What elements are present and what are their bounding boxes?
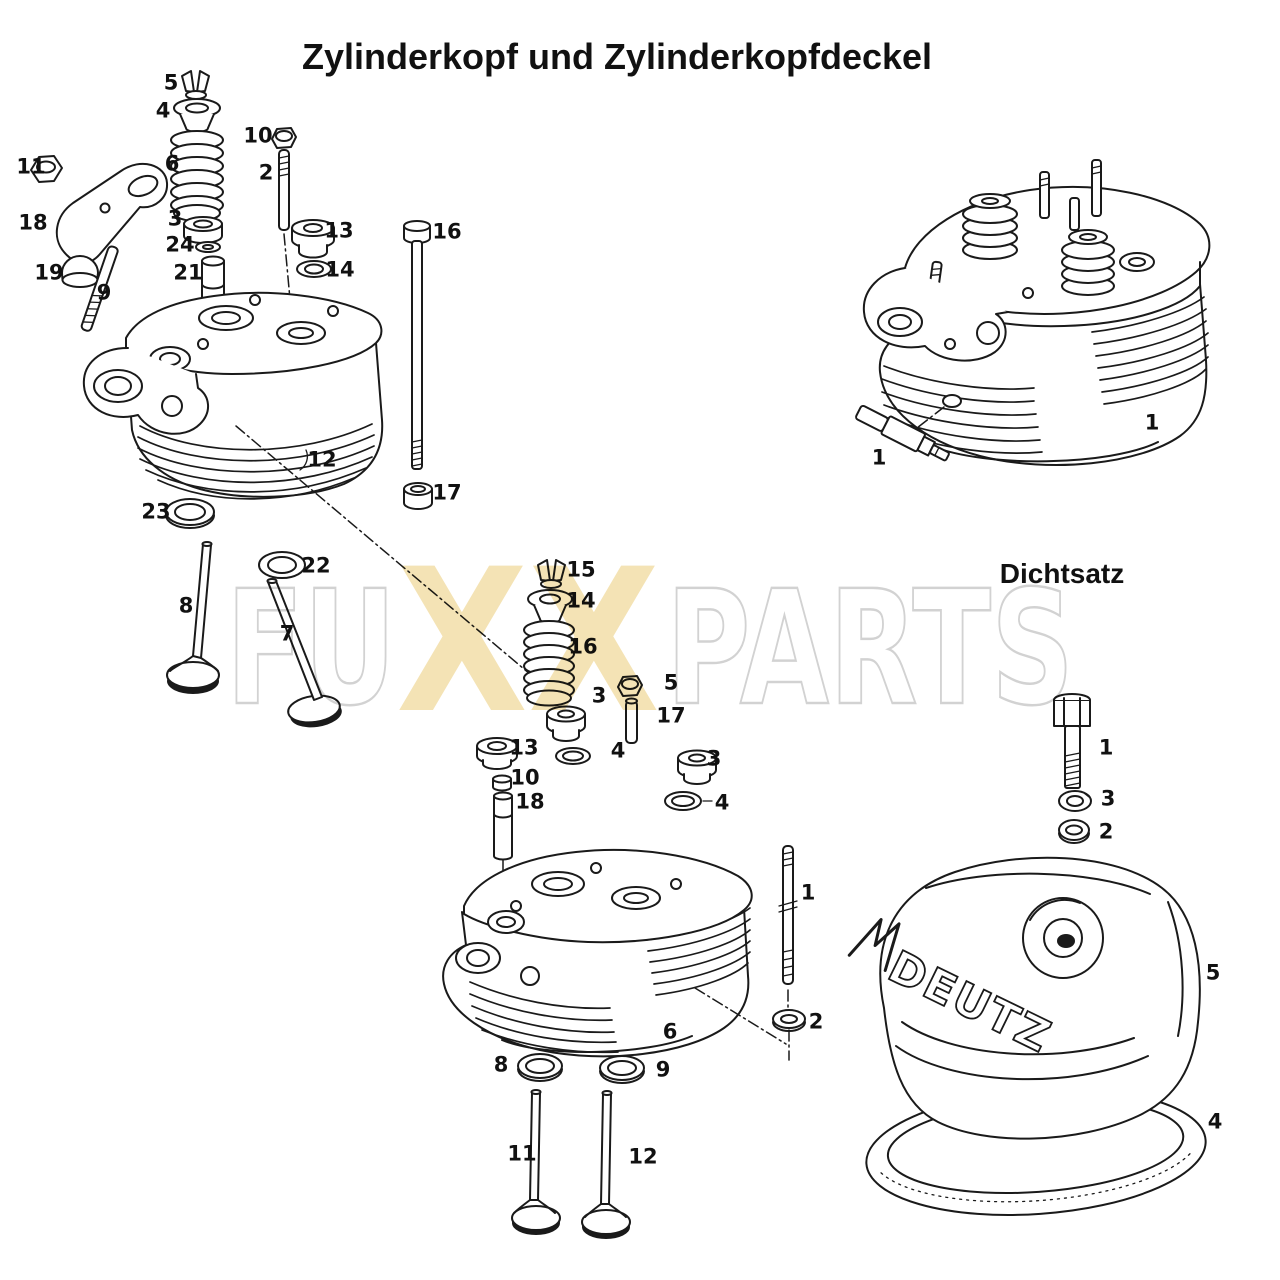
part-callout-center-16: 16: [568, 634, 598, 659]
part-callout-center-4: 4: [610, 738, 626, 763]
part-callout-gasket_set-1: 1: [1098, 735, 1114, 760]
part-callout-top_left-8: 8: [178, 593, 194, 618]
part-callout-top_left-4: 4: [155, 98, 171, 123]
part-callout-center-3: 3: [706, 746, 722, 771]
part-callout-assembled-1: 1: [871, 445, 887, 470]
valve-seat-rings-drawing: [165, 498, 306, 579]
rocker-bracket-drawing: [55, 162, 169, 264]
assembled-head-drawing: [855, 159, 1211, 467]
part-callout-top_left-21: 21: [173, 260, 203, 285]
part-callout-top_left-3: 3: [167, 206, 183, 231]
nut-and-stud-drawing: [271, 127, 297, 333]
cover-bolt-drawing: [1053, 693, 1091, 789]
part-callout-center-12: 12: [628, 1144, 658, 1169]
part-callout-top_left-16: 16: [432, 219, 462, 244]
cover-washers-drawing: [1058, 790, 1092, 844]
valve-keepers-drawing: [181, 70, 210, 100]
part-callout-top_left-18: 18: [18, 210, 48, 235]
part-callout-center-9: 9: [655, 1057, 671, 1082]
exploded-head-center-drawing: [442, 559, 806, 1239]
part-callout-center-8: 8: [493, 1052, 509, 1077]
part-callout-center-10: 10: [510, 765, 540, 790]
cylinder-head-body-center-drawing: [442, 848, 753, 1058]
part-callout-center-13: 13: [509, 735, 539, 760]
spring-retainer-drawing: [173, 98, 221, 133]
washer-drawing: [195, 241, 221, 253]
exploded-head-left-drawing: [30, 70, 557, 728]
part-callout-top_left-14: 14: [325, 257, 355, 282]
head-bolt-drawing: [403, 220, 433, 510]
part-callout-top_left-17: 17: [432, 480, 462, 505]
part-callout-center-6: 6: [662, 1019, 678, 1044]
screw-plug-drawing: [291, 219, 335, 278]
part-callout-center-11: 11: [507, 1141, 537, 1166]
glow-plug-drawing: [855, 394, 962, 462]
hex-nut-drawing: [30, 155, 63, 183]
valve-cover-drawing: DEUTZ: [847, 856, 1201, 1140]
part-callout-top_left-5: 5: [163, 70, 179, 95]
part-callout-top_left-19: 19: [34, 260, 64, 285]
page-title: Zylinderkopf und Zylinderkopfdeckel: [301, 36, 933, 77]
part-callout-center-14: 14: [566, 588, 596, 613]
part-callout-center-2: 2: [808, 1009, 824, 1034]
part-callout-top_left-13: 13: [324, 218, 354, 243]
part-callout-center-17: 17: [656, 703, 686, 728]
part-callout-center-15: 15: [566, 557, 596, 582]
part-callout-top_left-22: 22: [301, 553, 331, 578]
part-callout-center-1: 1: [800, 880, 816, 905]
part-callout-gasket_set-3: 3: [1100, 786, 1116, 811]
part-callout-center-18: 18: [515, 789, 545, 814]
part-callout-assembled-1: 1: [1144, 410, 1160, 435]
part-callout-top_left-24: 24: [165, 232, 195, 257]
part-callout-top_left-10: 10: [243, 123, 273, 148]
part-callout-top_left-6: 6: [164, 151, 180, 176]
part-callout-top_left-7: 7: [279, 621, 295, 646]
part-callout-top_left-11: 11: [16, 154, 46, 179]
cylinder-head-body-drawing: [82, 291, 557, 697]
part-callout-gasket_set-4: 4: [1207, 1109, 1223, 1134]
valves-drawing: [166, 541, 342, 728]
spring-seat-drawing: [183, 216, 223, 244]
part-callout-top_left-12: 12: [307, 447, 337, 472]
part-callout-top_left-23: 23: [141, 499, 171, 524]
part-callout-top_left-2: 2: [258, 160, 274, 185]
part-callout-top_left-9: 9: [96, 280, 112, 305]
part-callout-center-4: 4: [714, 790, 730, 815]
part-callout-center-3: 3: [591, 683, 607, 708]
part-callout-gasket_set-5: 5: [1205, 960, 1221, 985]
part-callout-center-5: 5: [663, 670, 679, 695]
part-callout-gasket_set-2: 2: [1098, 819, 1114, 844]
gasket-set-drawing: DEUTZ: [847, 693, 1207, 1216]
valves-center-drawing: [511, 1089, 631, 1239]
long-stud-drawing: [694, 845, 798, 1061]
gasket-set-section-label: Dichtsatz: [999, 558, 1125, 589]
